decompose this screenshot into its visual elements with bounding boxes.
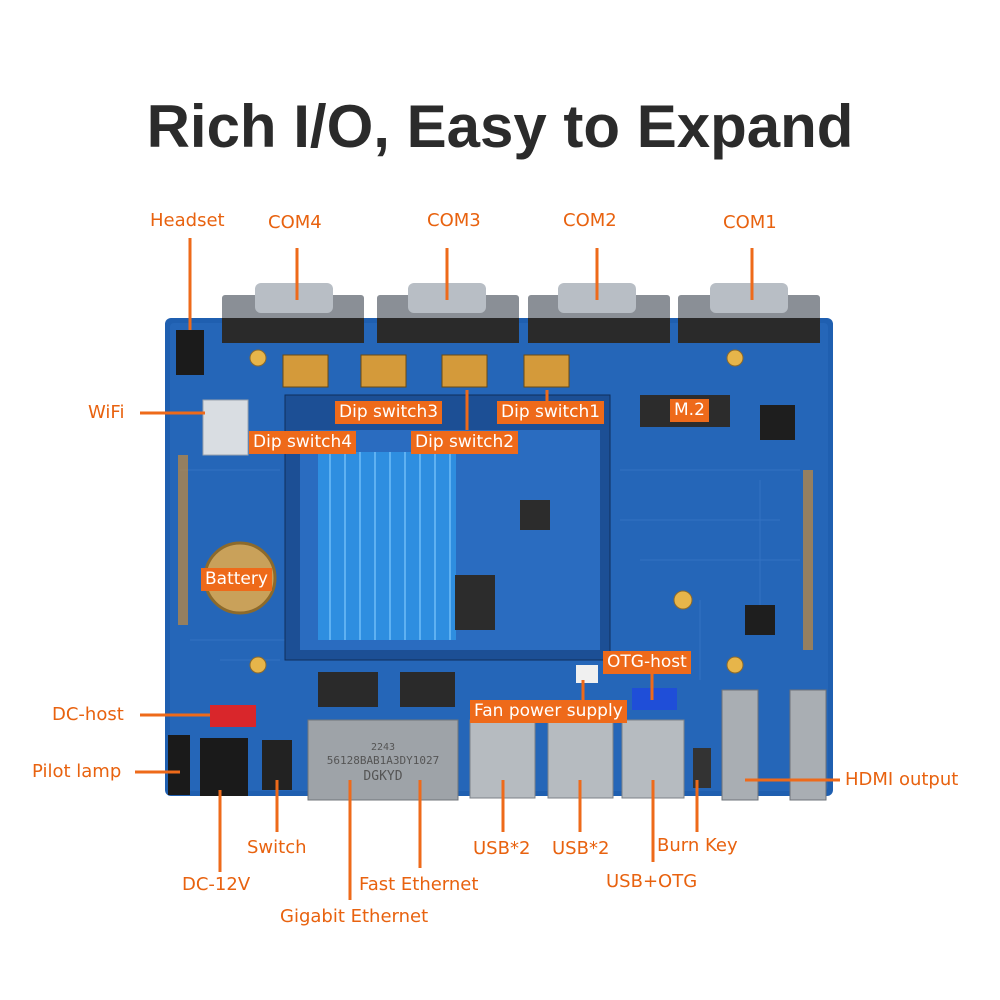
burn-key [693,748,711,788]
pilot-lamp-label: Pilot lamp [32,761,122,782]
com3-connector [377,283,519,343]
lan-code: 56128BAB1A3DY1027 [327,754,440,767]
gigabit-ethernet-label: Gigabit Ethernet [280,906,429,927]
switch-label: Switch [247,837,307,858]
gigabit-ethernet-port [307,719,459,801]
usb2-label-2: USB*2 [552,838,610,859]
com4-label: COM4 [268,212,322,233]
com4-connector [222,283,364,343]
dip-switch-3 [360,354,407,388]
wifi-label: WiFi [88,402,125,423]
com1-connector [678,283,820,343]
pilot-lamp [168,735,190,795]
hdmi-port-2 [789,689,827,801]
hdmi-output-label: HDMI output [845,769,959,790]
battery-tag: Battery [201,568,272,591]
dip-switch1-tag: Dip switch1 [497,401,605,424]
dip-switch4-tag: Dip switch4 [249,431,357,454]
headset-jack [176,330,204,375]
heatsink [318,452,456,640]
com2-label: COM2 [563,210,617,231]
usb-otg-label: USB+OTG [606,871,698,892]
dip-switch2-tag: Dip switch2 [411,431,519,454]
headset-label: Headset [150,210,225,231]
chip [760,405,795,440]
otg-host-tag: OTG-host [603,651,691,674]
dip-switch3-tag: Dip switch3 [335,401,443,424]
fan-power-supply-tag: Fan power supply [470,700,627,723]
fan-connector [576,665,598,683]
lan-module: DGKYD [363,769,402,784]
lan-date: 2243 [371,742,395,753]
page-title: Rich I/O, Easy to Expand [146,93,854,160]
usb2-label-1: USB*2 [473,838,531,859]
hdmi-port-1 [721,689,759,801]
leader-lines [135,238,840,900]
dc-12v-label: DC-12V [182,874,251,895]
wifi-module [202,399,249,456]
dip-switch-2 [441,354,488,388]
dip-switch-4 [282,354,329,388]
m2-tag: M.2 [670,399,709,422]
chip [745,605,775,635]
dc-host-connector [210,705,256,727]
com2-connector [528,283,670,343]
burn-key-label: Burn Key [657,835,738,856]
com3-label: COM3 [427,210,481,231]
dc-host-label: DC-host [52,704,124,725]
dc-jack [200,738,248,796]
fast-ethernet-label: Fast Ethernet [359,874,479,895]
com1-label: COM1 [723,212,777,233]
otg-host-header [632,688,677,710]
dip-switch-1 [523,354,570,388]
